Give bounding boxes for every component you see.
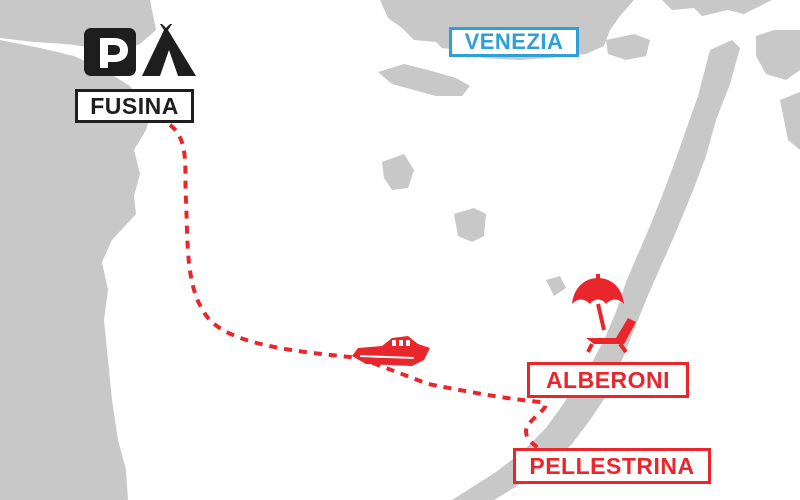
island-right-edge [780, 92, 800, 150]
island-lido [452, 40, 740, 500]
parking-icon [84, 28, 136, 76]
tent-icon [142, 24, 196, 76]
island-small-2 [382, 154, 414, 190]
island-north-small [756, 30, 800, 80]
island-small-1 [606, 34, 650, 60]
place-label-pellestrina: PELLESTRINA [513, 448, 711, 484]
island-small-3 [454, 208, 486, 242]
place-label-alberoni: ALBERONI [527, 362, 689, 398]
place-label-fusina: FUSINA [75, 89, 194, 123]
sun-lounger-icon [586, 318, 636, 354]
place-label-venezia: VENEZIA [449, 27, 579, 57]
island-north-east [662, 0, 772, 16]
ferry-route [168, 123, 550, 456]
boat-icon [352, 336, 430, 366]
beach-umbrella-icon [572, 274, 624, 331]
mainland [0, 0, 150, 500]
island-small-4 [546, 276, 566, 296]
island-giudecca [378, 64, 470, 96]
